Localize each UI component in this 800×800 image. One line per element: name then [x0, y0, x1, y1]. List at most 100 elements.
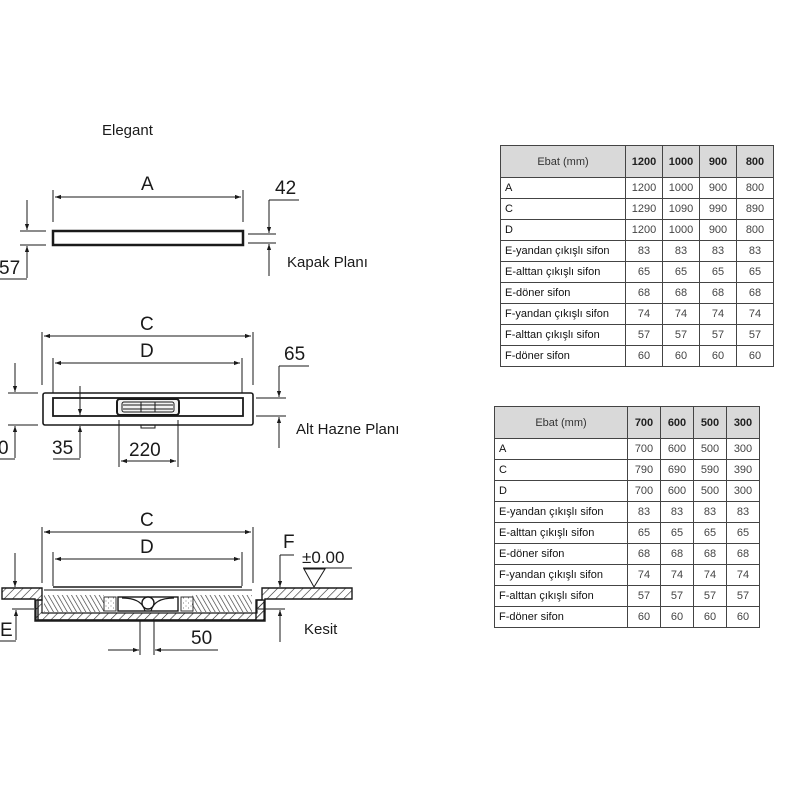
cell: 800 [736, 177, 774, 199]
row-label: D [494, 480, 628, 502]
cell: 500 [693, 480, 727, 502]
cell: 74 [699, 303, 737, 325]
view-label-section: Kesit [304, 621, 338, 638]
row-label: E-döner sifon [494, 543, 628, 565]
row-label: F-alttan çıkışlı sifon [494, 585, 628, 607]
cell: 990 [699, 198, 737, 220]
header-cell: Ebat (mm) [500, 145, 626, 178]
cell: 1200 [625, 177, 663, 199]
row-label: E-alttan çıkışlı sifon [494, 522, 628, 544]
row-label: E-yandan çıkışlı sifon [500, 240, 626, 262]
row-label: C [500, 198, 626, 220]
header-cell: 600 [660, 406, 694, 439]
table-header-row: Ebat (mm) 1200 1000 900 800 [500, 145, 774, 178]
cell: 74 [627, 564, 661, 586]
cell: 900 [699, 177, 737, 199]
cell: 1090 [662, 198, 700, 220]
view-label-base-plan: Alt Hazne Planı [296, 421, 400, 438]
cell: 890 [736, 198, 774, 220]
row-label: C [494, 459, 628, 481]
cover-plan-drawing [0, 190, 299, 280]
dim-label-57: 57 [0, 258, 21, 279]
row-label: F-döner sifon [494, 606, 628, 628]
cell: 1200 [625, 219, 663, 241]
dim-label-220: 220 [129, 440, 161, 461]
cell: 83 [625, 240, 663, 262]
header-cell: 1000 [662, 145, 700, 178]
header-cell: 900 [699, 145, 737, 178]
cell: 57 [662, 324, 700, 346]
dim-label-35: 35 [52, 438, 74, 459]
cell: 83 [660, 501, 694, 523]
row-label: D [500, 219, 626, 241]
dim-label-42: 42 [275, 178, 297, 199]
cell: 68 [627, 543, 661, 565]
row-label: A [494, 438, 628, 460]
cell: 74 [625, 303, 663, 325]
header-cell: 500 [693, 406, 727, 439]
cell: 690 [660, 459, 694, 481]
cell: 65 [693, 522, 727, 544]
cell: 60 [726, 606, 760, 628]
cell: 57 [625, 324, 663, 346]
row-label: F-yandan çıkışlı sifon [494, 564, 628, 586]
dim-label-partial: 0 [0, 438, 9, 459]
cell: 60 [627, 606, 661, 628]
cell: 57 [736, 324, 774, 346]
cell: 590 [693, 459, 727, 481]
cell: 83 [699, 240, 737, 262]
row-label: E-döner sifon [500, 282, 626, 304]
base-plan-drawing [0, 332, 309, 467]
cell: 800 [736, 219, 774, 241]
cell: 83 [726, 501, 760, 523]
dim-label-65: 65 [284, 344, 306, 365]
cell: 600 [660, 438, 694, 460]
row-label: F-alttan çıkışlı sifon [500, 324, 626, 346]
cell: 68 [736, 282, 774, 304]
cell: 60 [699, 345, 737, 367]
header-cell: Ebat (mm) [494, 406, 628, 439]
cell: 60 [625, 345, 663, 367]
level-label: ±0.00 [302, 548, 345, 567]
row-label: F-döner sifon [500, 345, 626, 367]
cell: 74 [736, 303, 774, 325]
dim-label-50: 50 [191, 628, 213, 649]
cell: 790 [627, 459, 661, 481]
row-label: F-yandan çıkışlı sifon [500, 303, 626, 325]
cell: 68 [693, 543, 727, 565]
cell: 1000 [662, 219, 700, 241]
cell: 68 [660, 543, 694, 565]
cell: 65 [662, 261, 700, 283]
cell: 74 [662, 303, 700, 325]
section-drawing [0, 527, 353, 655]
cell: 57 [726, 585, 760, 607]
cell: 300 [726, 480, 760, 502]
cell: 65 [660, 522, 694, 544]
cell: 390 [726, 459, 760, 481]
dim-label-c-section: C [140, 510, 154, 531]
header-cell: 300 [726, 406, 760, 439]
header-cell: 800 [736, 145, 774, 178]
cell: 57 [660, 585, 694, 607]
cell: 68 [625, 282, 663, 304]
dim-label-c-plan: C [140, 314, 154, 335]
dim-label-a: A [141, 174, 154, 195]
cell: 300 [726, 438, 760, 460]
cell: 60 [736, 345, 774, 367]
cell: 500 [693, 438, 727, 460]
cell: 68 [699, 282, 737, 304]
cell: 900 [699, 219, 737, 241]
cell: 60 [660, 606, 694, 628]
row-label: E-yandan çıkışlı sifon [494, 501, 628, 523]
